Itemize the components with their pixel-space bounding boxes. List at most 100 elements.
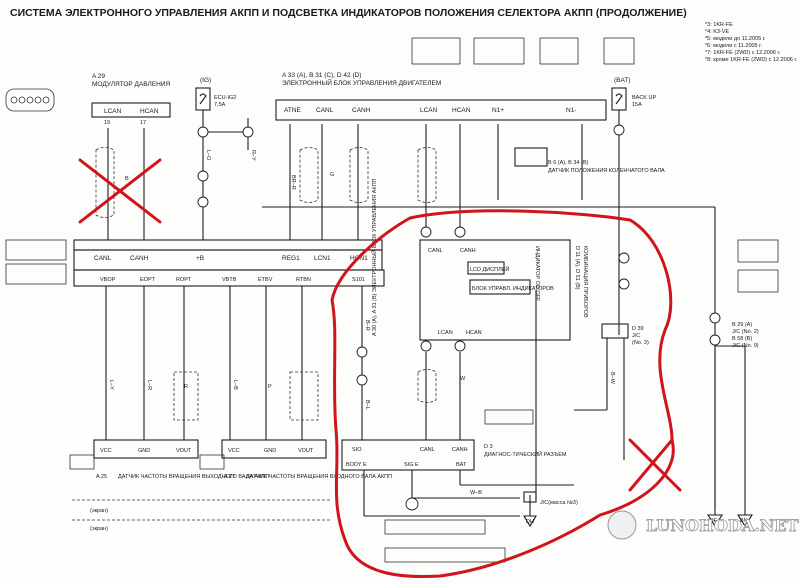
crank-sensor: B 6 (A), B 34 (B) ДАТЧИК ПОЛОЖЕНИЯ КОЛЕН… bbox=[514, 147, 665, 174]
a29-pin-hcan: HCAN bbox=[140, 108, 159, 115]
wire-color-l-y: L–Y bbox=[108, 380, 114, 390]
connector-ecm-a-face bbox=[411, 37, 461, 65]
note-2: *4: K3-VE bbox=[705, 29, 729, 35]
meter-side-name: КОМБИНАЦИЯ ПРИБОРОВ bbox=[582, 246, 588, 318]
d3-name: ДИАГНОС-ТИЧЕСКИЙ РАЗЪЕМ bbox=[484, 450, 567, 458]
meter-pin-canl: CANL bbox=[428, 248, 443, 254]
ground-be-label: BE bbox=[710, 518, 718, 524]
connector-ecm-d-face bbox=[603, 37, 635, 65]
wire-color-r: R bbox=[184, 384, 188, 390]
legend-b-label: (экран) bbox=[90, 526, 108, 532]
ecm-pin-atne: ATNE bbox=[284, 107, 302, 114]
d3-ref: D 3 bbox=[484, 444, 493, 450]
wire-color-b: B bbox=[125, 176, 129, 182]
notes-block: *3: 1KR-FE *4: K3-VE *5: модели до 11.20… bbox=[705, 22, 798, 63]
fuse-backup: (BAT) BACK UP 15A bbox=[611, 77, 656, 111]
tcu-pin-eopt: EOPT bbox=[140, 277, 156, 283]
connector-d3-face bbox=[484, 409, 534, 425]
red-cross-2-stroke-2 bbox=[628, 438, 674, 492]
crank-sensor-ref: B 6 (A), B 34 (B) bbox=[548, 160, 589, 166]
tcu-pin-vbop: VBOP bbox=[100, 277, 116, 283]
watermark: LUNOHODA.NET bbox=[607, 510, 799, 540]
connector-a27-face bbox=[199, 454, 225, 470]
ground-symbols: BE BN DH bbox=[523, 514, 754, 528]
ecm-ref: A 33 (A), B 31 (C), D 42 (D) bbox=[282, 72, 361, 79]
meter-pin-hcan: HCAN bbox=[466, 330, 482, 336]
d3-pin-body-e: BODY E bbox=[346, 462, 367, 468]
ecm-pin-lcan: LCAN bbox=[420, 107, 438, 114]
ecm-pin-canl: CANL bbox=[316, 107, 334, 114]
fuse-backup-ref: (BAT) bbox=[614, 77, 631, 84]
wire-color-b-w: B–W bbox=[609, 372, 615, 385]
connector-tcu-a-face bbox=[5, 239, 67, 261]
red-cross-2-stroke-1 bbox=[628, 438, 682, 492]
ecm-pin-n1plus: N1+ bbox=[492, 107, 504, 114]
meter-pin-lcan: LCAN bbox=[438, 330, 453, 336]
a29-pin-lcan: LCAN bbox=[104, 108, 122, 115]
jc-right-line-2: J/C (No. 2) bbox=[732, 329, 759, 335]
fuse-ecu-body bbox=[195, 87, 211, 111]
meter-control-box bbox=[469, 279, 531, 295]
note-4: *6: модели с 11.2005 г. bbox=[705, 43, 762, 49]
pin-ig-3b bbox=[197, 170, 209, 182]
a25-pin-vout: VOUT bbox=[176, 448, 192, 454]
tcu-pin-vbtb: VBTB bbox=[222, 277, 237, 283]
a25-sensor: VCC GND VOUT A 25 ДАТЧИК ЧАСТОТЫ ВРАЩЕНИ… bbox=[93, 439, 269, 480]
jc-right-line-1: B 29 (A) bbox=[732, 322, 752, 328]
a27-name: ДАТЧИК ЧАСТОТЫ ВРАЩЕНИЯ ВХОДНОГО ВАЛА АК… bbox=[246, 474, 392, 480]
tcu-side-label: A 30 (A), A 31 (B) ЭЛЕКТРОННЫЙ БЛОК УПРА… bbox=[370, 178, 378, 336]
a29-modulator: A 29 МОДУЛЯТОР ДАВЛЕНИЯ LCAN HCAN 19 17 bbox=[91, 73, 171, 126]
wire-color-l-r: L–R bbox=[146, 380, 152, 390]
meter-indicator-label: ИНДИКАТОР OD OFF bbox=[534, 246, 540, 302]
a27-pin-vcc: VCC bbox=[228, 448, 240, 454]
a29-ref: A 29 bbox=[92, 73, 105, 80]
ground-bn-label: BN bbox=[740, 518, 748, 524]
ground-dh-icon bbox=[523, 515, 537, 528]
a29-connector-box bbox=[91, 102, 171, 118]
pin-bat-20 bbox=[618, 252, 630, 264]
fuse-ecu-name: ECU-IG2 bbox=[214, 95, 236, 101]
wire-color-g: G bbox=[330, 172, 334, 178]
tcu-pin-reg1: REG1 bbox=[282, 255, 300, 262]
crank-sensor-body bbox=[514, 147, 548, 167]
connector-faces bbox=[5, 37, 779, 563]
jc-mass-box bbox=[523, 491, 537, 503]
tcu-pin-ropt: ROPT bbox=[176, 277, 192, 283]
pin-meter-1a bbox=[454, 226, 466, 238]
tcu-bottom-pins: VBOP EOPT ROPT VBTB ETBV RTBN S101 bbox=[100, 277, 365, 283]
d3-pin-sig-e: SIG E bbox=[404, 462, 419, 468]
a25-pin-vcc: VCC bbox=[100, 448, 112, 454]
connector-jc2-face bbox=[737, 239, 779, 263]
pin-bat-1 bbox=[613, 124, 625, 136]
combination-meter: CANL CANH LCD ДИСПЛЕЙ БЛОК УПРАВЛ. ИНДИК… bbox=[419, 239, 588, 341]
a27-pin-gnd: GND bbox=[264, 448, 276, 454]
crank-sensor-name: ДАТЧИК ПОЛОЖЕНИЯ КОЛЕНЧАТОГО ВАЛА bbox=[548, 168, 665, 174]
note-6: *8: кроме 1KR-FE (2WD) с 12.2006 г. bbox=[705, 57, 798, 63]
meter-pin-canh: CANH bbox=[460, 248, 476, 254]
d3-pin-canh: CANH bbox=[452, 447, 468, 453]
pin-bat-26 bbox=[618, 278, 630, 290]
jc3-ref: D 39 bbox=[632, 326, 644, 332]
page-title: СИСТЕМА ЭЛЕКТРОННОГО УПРАВЛЕНИЯ АКПП И П… bbox=[10, 7, 687, 19]
wire-color-p: P bbox=[268, 384, 272, 390]
wire-color-labels: BR–R R–Y L–O L–Y L–R L–B B–R B–L B–W W–B… bbox=[108, 150, 615, 496]
pin-ig-3 bbox=[242, 126, 254, 138]
wire-color-r-y: R–Y bbox=[250, 150, 256, 161]
d3-pin-canl: CANL bbox=[420, 447, 435, 453]
pin-meter-3a bbox=[454, 340, 466, 352]
connector-meter-face-2 bbox=[384, 547, 506, 563]
pin-ig-4 bbox=[197, 126, 209, 138]
tcu-pin-etbv: ETBV bbox=[258, 277, 273, 283]
ground-bn-icon bbox=[736, 514, 754, 528]
ecm-name: ЭЛЕКТРОННЫЙ БЛОК УПРАВЛЕНИЯ ДВИГАТЕЛЕМ bbox=[282, 78, 441, 87]
ground-point-sig bbox=[405, 497, 419, 511]
jc-no3: D 39 J/C (No. 3) bbox=[601, 323, 649, 346]
note-3: *5: модели до 11.2005 г. bbox=[705, 36, 766, 42]
a29-pinnum-17: 17 bbox=[140, 120, 146, 126]
note-5: *7: 1KR-FE (2WD) с 12.2006 г. bbox=[705, 50, 781, 56]
tcu-pin-s101: S101 bbox=[352, 277, 365, 283]
pin-s101-10 bbox=[356, 374, 368, 386]
connector-a25-face bbox=[69, 454, 95, 470]
a25-connector-box bbox=[93, 439, 199, 459]
